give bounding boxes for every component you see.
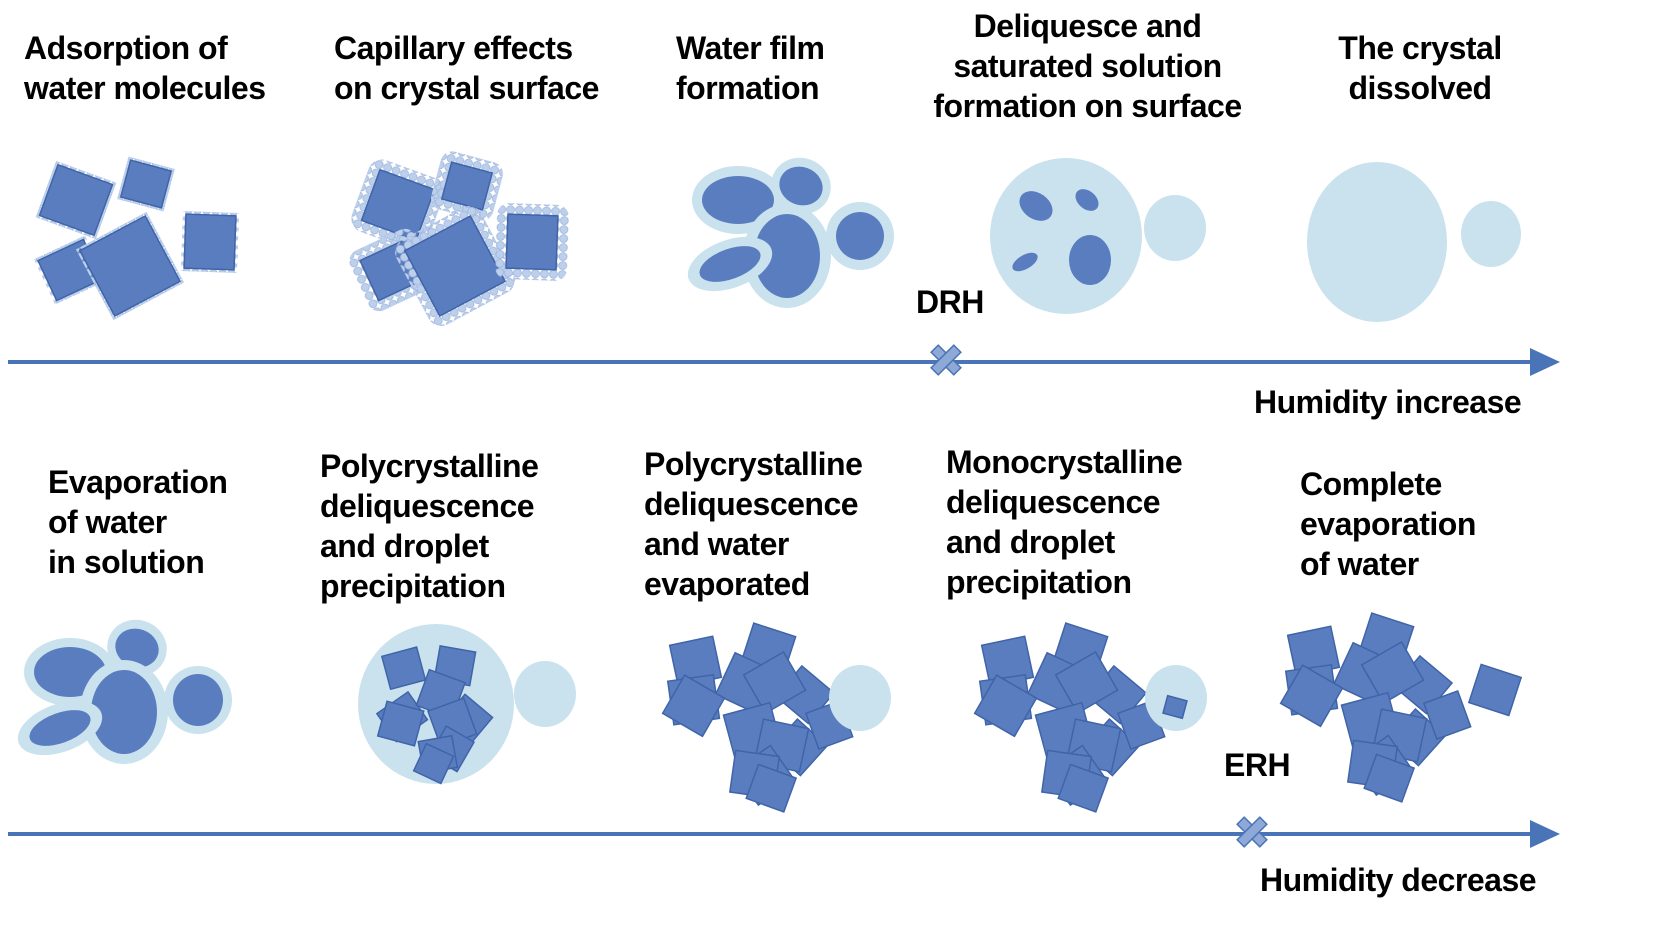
stage-adsorption-label: Adsorption of water molecules [24, 30, 266, 106]
stage-dissolved-label: The crystal dissolved [1338, 30, 1502, 106]
capillary-crystals-icon [349, 151, 569, 326]
poly-droplet-crystals-icon [358, 624, 576, 785]
drh-cross-icon [930, 344, 962, 376]
stage-poly-droplet-label: Polycrystalline deliquescence and drople… [320, 448, 539, 604]
poly-evaporated-crystals-icon [661, 622, 891, 813]
humidity-increase-label: Humidity increase [1254, 384, 1522, 420]
drh-marker-label: DRH [916, 284, 984, 320]
erh-cross-icon [1236, 816, 1268, 848]
stage-mono-droplet-label: Monocrystalline deliquescence and drople… [946, 444, 1183, 600]
stage-complete-evaporation-label: Complete evaporation of water [1300, 466, 1476, 582]
stage-water-film-label: Water film formation [676, 30, 825, 106]
dissolved-solution-icon [1307, 162, 1521, 322]
evaporation-solution-droplets-icon [17, 619, 232, 764]
adsorption-crystals-icon [34, 156, 240, 321]
humidity-decrease-axis [8, 820, 1560, 848]
stage-poly-evaporated-label: Polycrystalline deliquescence and water … [644, 446, 863, 602]
water-film-droplets-icon [687, 157, 894, 308]
stage-deliquesce-label: Deliquesce and saturated solution format… [933, 8, 1242, 124]
complete-evaporation-crystals-icon [1279, 612, 1523, 803]
stage-capillary-label: Capillary effects on crystal surface [334, 30, 599, 106]
humidity-decrease-label: Humidity decrease [1260, 862, 1537, 898]
erh-marker-label: ERH [1224, 747, 1291, 783]
humidity-increase-axis [8, 348, 1560, 376]
stage-evaporation-solution-label: Evaporation of water in solution [48, 464, 228, 580]
mono-droplet-crystals-icon [973, 622, 1207, 813]
deliquesce-solution-icon [990, 158, 1206, 314]
